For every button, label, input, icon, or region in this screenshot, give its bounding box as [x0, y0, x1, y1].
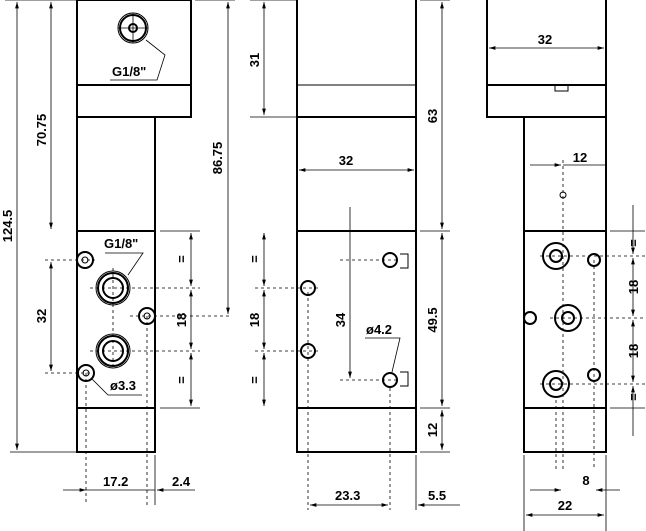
dim-12-back: 12	[573, 150, 587, 165]
dim-70-75: 70.75	[34, 114, 49, 147]
dim-18-front: 18	[174, 313, 189, 327]
dim-18-back-b: 18	[626, 344, 641, 358]
dim-eq-top-back: =	[626, 239, 641, 247]
top-port-icon	[110, 12, 166, 81]
dim-eq-top: =	[174, 255, 189, 263]
dim-63: 63	[425, 109, 440, 123]
front-view: G1/8" G1/8" ø3.3 124.5 70.75 32 86.75 = …	[0, 0, 235, 505]
dim-23-3: 23.3	[335, 488, 360, 503]
dim-32-back: 32	[538, 32, 552, 47]
dim-18-back-a: 18	[626, 280, 641, 294]
dim-124-5: 124.5	[0, 210, 15, 243]
front-port-top-label: G1/8"	[112, 64, 146, 79]
dim-31: 31	[247, 53, 262, 67]
dim-17-2: 17.2	[103, 474, 128, 489]
dim-12-side: 12	[425, 423, 440, 437]
back-view: 32 12 = 18 18 = 8 22	[486, 0, 645, 531]
front-port-side-label: G1/8"	[104, 236, 138, 251]
side-holes	[300, 252, 398, 388]
dim-32-side: 32	[339, 153, 353, 168]
front-holes	[76, 251, 156, 382]
dim-49-5: 49.5	[425, 307, 440, 332]
dim-eq-top-side: =	[247, 255, 262, 263]
dim-18-side: 18	[247, 313, 262, 327]
dim-5-5: 5.5	[428, 488, 446, 503]
dim-2-4: 2.4	[172, 474, 191, 489]
side-view: 31 63 32 = 18 = 34 ø4.2 49.5 12 23.3 5.5	[247, 0, 460, 510]
dim-34: 34	[333, 312, 348, 327]
dim-86-75: 86.75	[210, 142, 225, 175]
dim-eq-bottom: =	[174, 376, 189, 384]
dim-32-front: 32	[34, 309, 49, 323]
front-hole-label: ø3.3	[110, 378, 136, 393]
dim-eq-bottom-back: =	[626, 393, 641, 401]
dim-eq-bottom-side: =	[247, 376, 262, 384]
side-hole-label: ø4.2	[366, 322, 392, 337]
dim-22: 22	[558, 498, 572, 513]
dim-8: 8	[582, 473, 589, 488]
back-holes	[523, 191, 601, 398]
